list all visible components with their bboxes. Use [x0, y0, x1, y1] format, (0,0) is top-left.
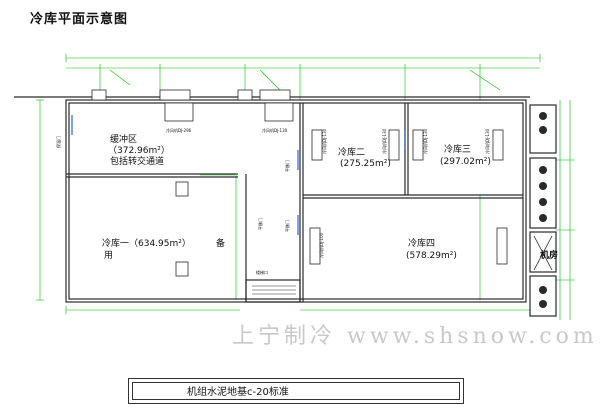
room4-area: (578.29m²) [406, 251, 457, 261]
footer-note-box: 机组水泥地基c-20标准 [128, 378, 464, 404]
buffer-room-note: 包括转交通道 [110, 155, 164, 167]
buffer-room-area: （372.96m²） [108, 145, 170, 156]
evap-label-top1: 冷风机DJ-296 [166, 127, 192, 133]
footer-inner-border [132, 382, 460, 400]
page-title: 冷库平面示意图 [30, 12, 129, 27]
room3-area: (297.02m²) [440, 157, 491, 167]
evap-label-e: 冷风机DJ-100 [318, 232, 324, 258]
evap-label-d: 冷风机DJ-130 [484, 128, 490, 154]
door-label-3: 平移门 [284, 220, 290, 232]
buffer-room-name: 缓冲区 [110, 133, 137, 145]
wall-stubs [91, 89, 291, 101]
evap-label-b: 冷风机DJ-130 [381, 128, 387, 154]
room2-area: (275.25m²) [340, 159, 391, 169]
room1-note1: 备 [216, 237, 225, 249]
room3-name: 冷库三 [444, 143, 471, 155]
room2-name: 冷库二 [338, 146, 365, 158]
room4-name: 冷库四 [408, 237, 435, 249]
door-label-1: 平移门 [284, 160, 290, 172]
stair-label: 楼梯口 [256, 269, 268, 275]
footer-note-text: 机组水泥地基c-20标准 [187, 387, 289, 398]
wall-door-label: 保温门 [55, 136, 61, 148]
evap-label-a: 冷风机DJ-130 [321, 128, 327, 154]
condenser-fans [539, 112, 547, 308]
room1-note2: 用 [104, 250, 113, 261]
stair-icon [252, 285, 296, 295]
evap-label-c: 冷风机DJ-130 [422, 128, 428, 154]
door-label-2: 平移门 [257, 218, 263, 230]
evap-label-top2: 冷风机DJ-130 [262, 127, 288, 133]
room1-name: 冷库一（634.95m²） [102, 237, 191, 249]
plant-room-cross [533, 235, 553, 271]
plant-room-label: 机房 [540, 249, 558, 261]
insulated-doors [71, 115, 406, 235]
dimension-lines [36, 54, 575, 320]
watermark: 上宁制冷 www.shsnow.com [232, 324, 598, 349]
evaporator-units [164, 102, 508, 277]
